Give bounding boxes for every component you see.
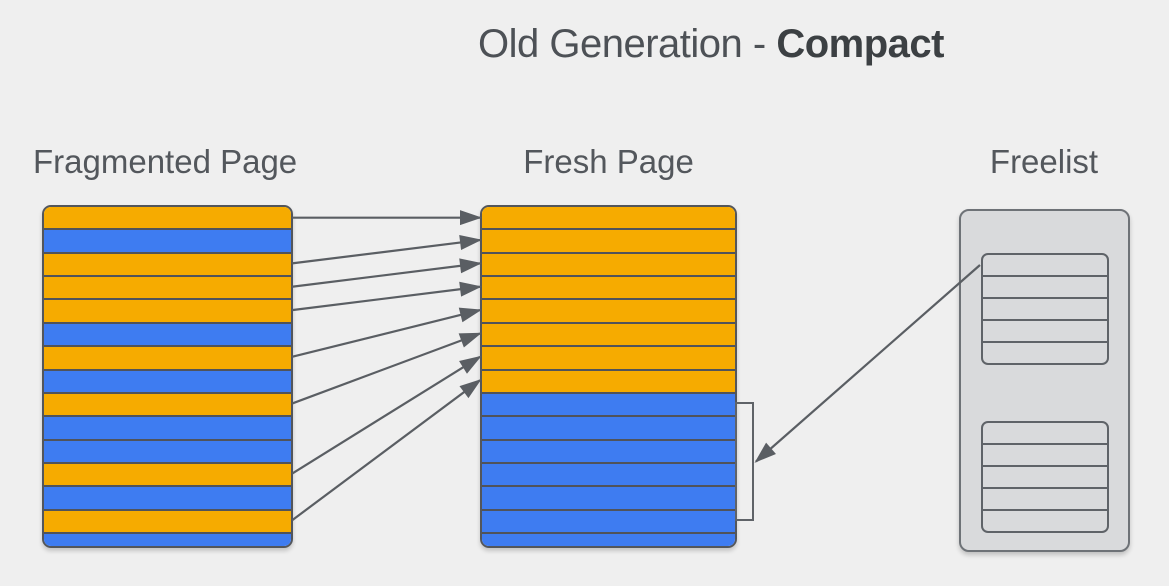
fresh-row-free [482,485,735,509]
fresh-row-live [482,228,735,252]
fragmented-row-live [44,345,291,369]
fragmented-row-free [44,485,291,509]
fragmented-row-live [44,207,291,229]
fresh-row-live [482,207,735,229]
fresh-row-live [482,368,735,392]
move-arrow [291,307,482,358]
fragmented-page-label: Fragmented Page [33,143,298,180]
fragmented-row-live [44,508,291,533]
fresh-page-free-region-bracket [735,402,754,521]
move-arrow [754,264,981,463]
freelist-container [959,209,1130,552]
freelist-slot [983,423,1107,443]
fragmented-row-live [44,275,291,299]
move-arrow [291,281,482,312]
freelist-slot [983,319,1107,341]
fragmented-row-free [44,415,291,439]
fresh-row-free [482,415,735,439]
fresh-page-label: Fresh Page [523,143,694,180]
fragmented-row-live [44,461,291,486]
freelist-label: Freelist [989,143,1099,180]
slide-title-emphasis: Compact [776,22,944,66]
fresh-row-free [482,508,735,533]
fragmented-row-free [44,438,291,462]
slide-title: Old Generation - Compact [478,22,944,67]
freelist-slot [983,275,1107,297]
fragmented-row-live [44,391,291,416]
move-arrow [291,332,482,405]
fresh-row-live [482,345,735,369]
fragmented-row-free [44,368,291,392]
slide-title-prefix: Old Generation - [478,22,777,66]
freelist-slot [983,255,1107,275]
freelist-slot [983,465,1107,487]
fragmented-row-free [44,228,291,252]
fragmented-row-free [44,321,291,346]
freelist-slot [983,487,1107,509]
freelist-slot [983,341,1107,363]
freelist-entry [981,421,1109,533]
freelist-slot [983,297,1107,319]
fresh-row-free [482,391,735,416]
move-arrow [291,258,482,288]
freelist-slot [983,443,1107,465]
fresh-row-free [482,461,735,486]
fragmented-page [42,205,293,548]
fresh-page [480,205,737,548]
fresh-row-live [482,275,735,299]
move-arrow [291,378,482,522]
fragmented-row-free [44,532,291,546]
fresh-row-live [482,298,735,322]
fresh-row-free [482,532,735,546]
fresh-row-live [482,321,735,346]
fresh-row-free [482,438,735,462]
fresh-row-live [482,251,735,276]
freelist-slot [983,509,1107,531]
fragmented-row-live [44,251,291,276]
move-arrow [291,235,482,265]
move-arrow [291,355,482,475]
fragmented-row-live [44,298,291,322]
freelist-entry [981,253,1109,365]
